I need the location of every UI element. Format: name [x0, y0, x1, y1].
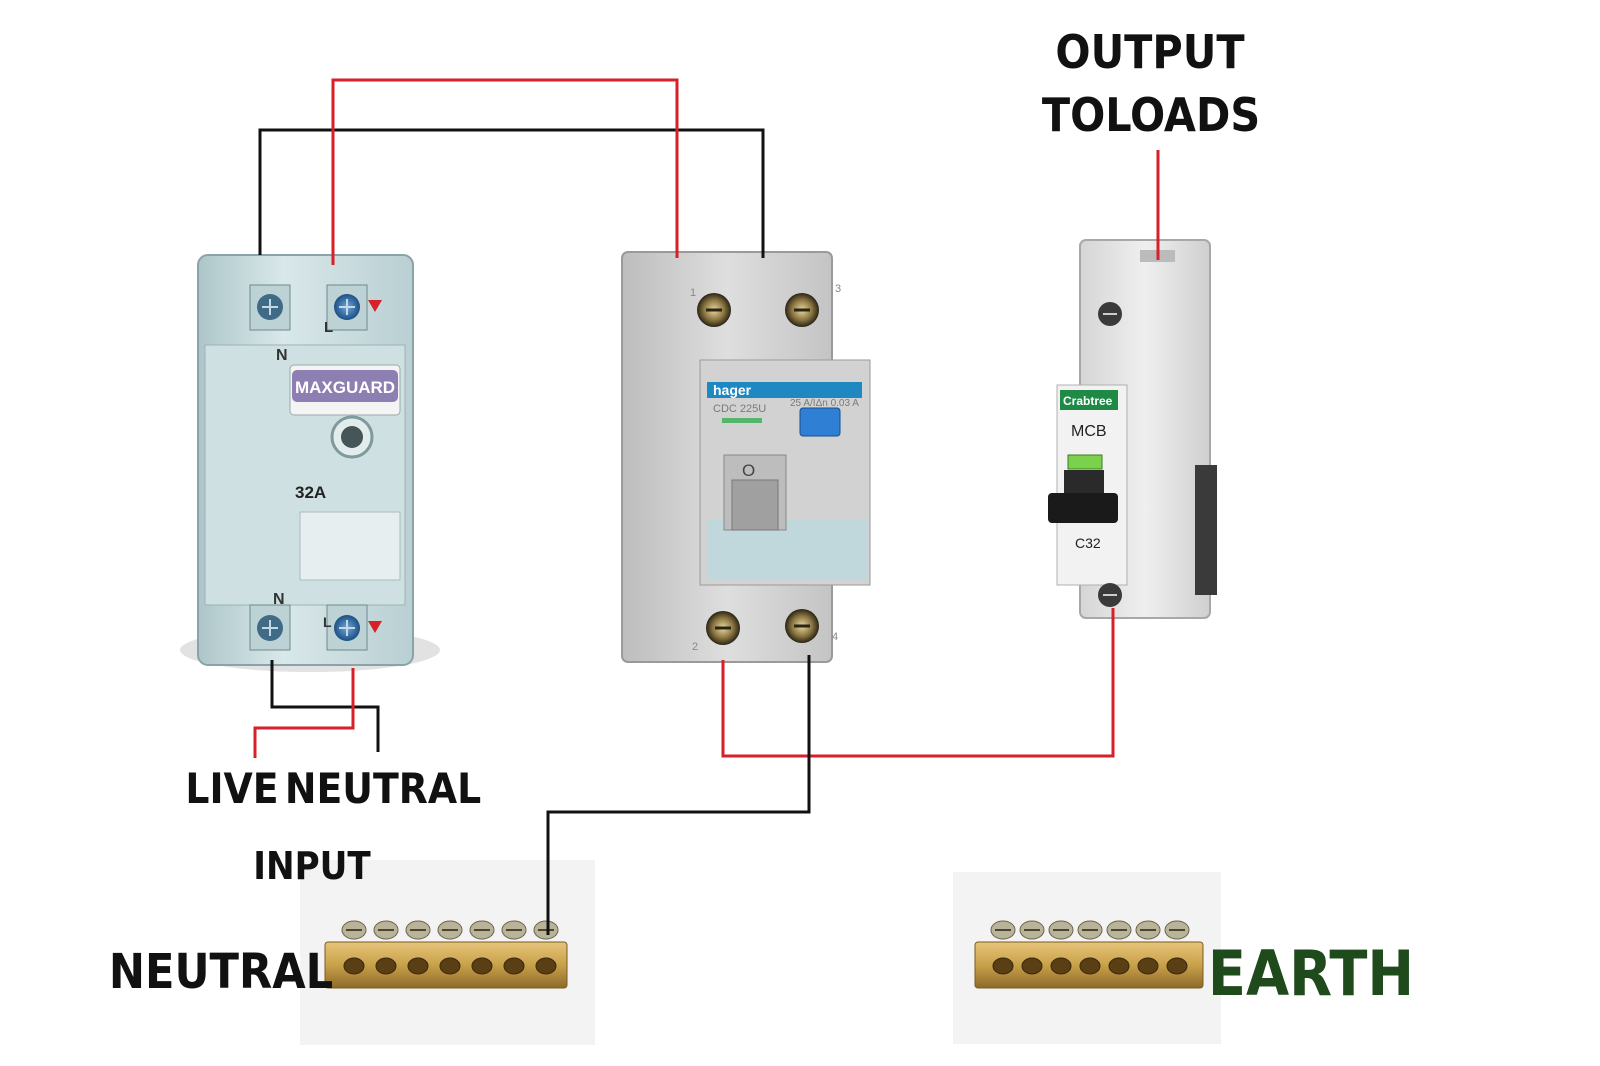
neutral-busbar	[300, 860, 595, 1045]
busbar-screw-icon	[1106, 920, 1132, 975]
busbar-screw-icon	[1048, 920, 1074, 975]
terminal-screw-icon	[1098, 583, 1122, 607]
isolator-device: MAXGUARD 32A N L N L	[180, 254, 440, 672]
neutral-wire-input	[270, 660, 380, 752]
mcb-brand: Crabtree	[1063, 394, 1113, 408]
busbar-screw-icon	[437, 920, 463, 975]
isolator-terminal-l-bottom: L	[323, 614, 332, 630]
rcd-switch-mark: O	[742, 461, 755, 480]
live-wire-rcd-to-mcb	[721, 608, 1115, 758]
live-wire-input	[253, 668, 355, 758]
isolator-terminal-l-top: L	[324, 319, 333, 336]
busbar-screw-icon	[469, 920, 495, 975]
earth-busbar	[953, 872, 1221, 1044]
neutral-busbar-label: NEUTRAL	[109, 944, 333, 1000]
mcb-type: MCB	[1071, 423, 1107, 440]
rcd-rating: 25 A/IΔn 0.03 A	[790, 398, 859, 409]
rcd-device: hager CDC 225U 25 A/IΔn 0.03 A O 1 3 2 4	[621, 251, 871, 663]
terminal-screw-icon	[706, 308, 810, 630]
busbar-screw-icon	[1135, 920, 1161, 975]
busbar-screw-icon	[501, 920, 527, 975]
neutral-input-label: NEUTRAL	[285, 764, 481, 813]
output-label-line1: OUTPUT	[1055, 25, 1245, 79]
isolator-brand: MAXGUARD	[295, 378, 395, 397]
rcd-model: CDC 225U	[713, 403, 766, 415]
rcd-term-1: 1	[690, 287, 696, 299]
busbar-screw-icon	[405, 920, 431, 975]
mcb-rating: C32	[1075, 535, 1101, 551]
terminal-screw-icon	[249, 284, 291, 331]
live-input-label: LIVE	[185, 764, 278, 813]
rcd-brand: hager	[713, 382, 752, 398]
terminal-screw-icon	[249, 604, 291, 651]
neutral-wire-rcd-to-busbar	[546, 655, 811, 935]
rcd-term-3: 3	[835, 283, 841, 295]
terminal-screw-icon	[1098, 302, 1122, 326]
busbar-screw-icon	[1019, 920, 1045, 975]
toggle-lever-icon	[1048, 470, 1118, 523]
busbar-screw-icon	[1164, 920, 1190, 975]
test-button-icon	[799, 407, 841, 437]
isolator-rating: 32A	[295, 483, 326, 502]
busbar-screw-icon	[341, 920, 367, 975]
mcb-device: Crabtree MCB C32	[1048, 239, 1217, 619]
wiring	[253, 78, 1160, 935]
busbar-screw-icon	[990, 920, 1016, 975]
busbar-screw-icon	[533, 920, 559, 975]
toggle-lever-icon	[723, 454, 787, 531]
terminal-screw-icon	[326, 604, 368, 651]
live-wire-isolator-to-rcd	[331, 78, 679, 265]
terminal-screw-icon	[326, 284, 368, 331]
neutral-wire-isolator-to-rcd	[258, 128, 765, 258]
rcd-term-4: 4	[832, 631, 838, 643]
isolator-terminal-n-bottom: N	[273, 591, 285, 608]
earth-busbar-label: EARTH	[1208, 937, 1414, 1010]
input-label: INPUT	[253, 844, 371, 888]
rcd-term-2: 2	[692, 641, 698, 653]
output-label-line2: TOLOADS	[1042, 88, 1260, 142]
busbar-screw-icon	[1077, 920, 1103, 975]
isolator-terminal-n-top: N	[276, 347, 288, 364]
busbar-screw-icon	[373, 920, 399, 975]
